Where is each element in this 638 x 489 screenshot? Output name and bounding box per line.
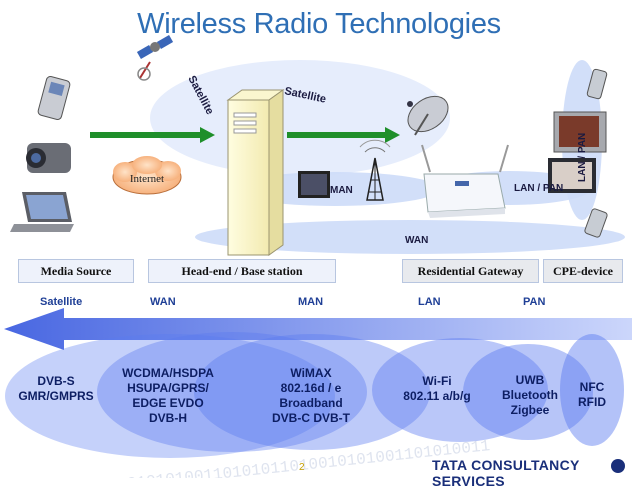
band-pan: PAN (523, 296, 546, 308)
wan-ellipse (195, 220, 625, 254)
tv-monitor-icon (298, 171, 330, 198)
stage-media-source: Media Source (18, 259, 134, 283)
tech-nfc: NFC RFID (578, 380, 606, 409)
laptop-icon (10, 192, 74, 232)
tech-wan: WCDMA/HSDPA HSUPA/GPRS/ EDGE EVDO DVB-H (122, 366, 214, 425)
satellite-tech-ellipse (5, 334, 335, 458)
tech-lan: Wi-Fi 802.11 a/b/g (403, 374, 471, 403)
band-lan: LAN (418, 296, 441, 308)
television-icon (553, 111, 607, 153)
band-wan: WAN (150, 296, 176, 308)
wan-label: WAN (405, 235, 428, 246)
satellite-ellipse (150, 60, 450, 176)
radio-tower-icon (359, 139, 391, 201)
nfc-tech-ellipse (560, 334, 624, 446)
satellite-dish-icon (407, 95, 449, 136)
stage-cpe-device: CPE-device (543, 259, 623, 283)
right-phone-icon (586, 68, 608, 100)
tech-satellite: DVB-S GMR/GMPRS (18, 374, 94, 403)
technology-diagram: Internet (4, 35, 632, 478)
lan-pan-vertical-label: LAN / PAN (577, 133, 588, 182)
man-label: MAN (330, 185, 353, 196)
company-logo-text: TATA CONSULTANCY SERVICES (432, 457, 580, 489)
tech-pan: UWB Bluetooth Zigbee (502, 373, 558, 417)
pan-tech-ellipse (463, 344, 593, 440)
pda-icon (584, 208, 608, 238)
tech-man: WiMAX 802.16d / e Broadband DVB-C DVB-T (272, 366, 350, 425)
stage-residential-gateway: Residential Gateway (402, 259, 539, 283)
satellite-icon (136, 35, 174, 81)
man-tech-ellipse (194, 334, 430, 450)
green-arrow-right (287, 127, 400, 143)
monitor-icon (548, 158, 596, 193)
tcs-logo-mark (611, 459, 625, 473)
stage-head-end: Head-end / Base station (148, 259, 336, 283)
lan-tech-ellipse (372, 338, 548, 442)
mobile-phone-icon (37, 75, 71, 121)
green-arrow-left (90, 127, 215, 143)
technology-range-arrow (4, 308, 632, 350)
internet-cloud-icon (112, 156, 182, 195)
internet-label: Internet (130, 173, 164, 185)
residential-gateway-icon (421, 144, 509, 218)
camcorder-icon (26, 143, 71, 173)
server-tower-icon (226, 89, 285, 256)
page-number: 2 (299, 462, 305, 473)
band-satellite: Satellite (40, 296, 83, 308)
band-man: MAN (298, 296, 324, 308)
lan-pan-label: LAN / PAN (514, 183, 563, 194)
slide-title: Wireless Radio Technologies (137, 8, 501, 40)
wan-tech-ellipse (97, 332, 367, 452)
